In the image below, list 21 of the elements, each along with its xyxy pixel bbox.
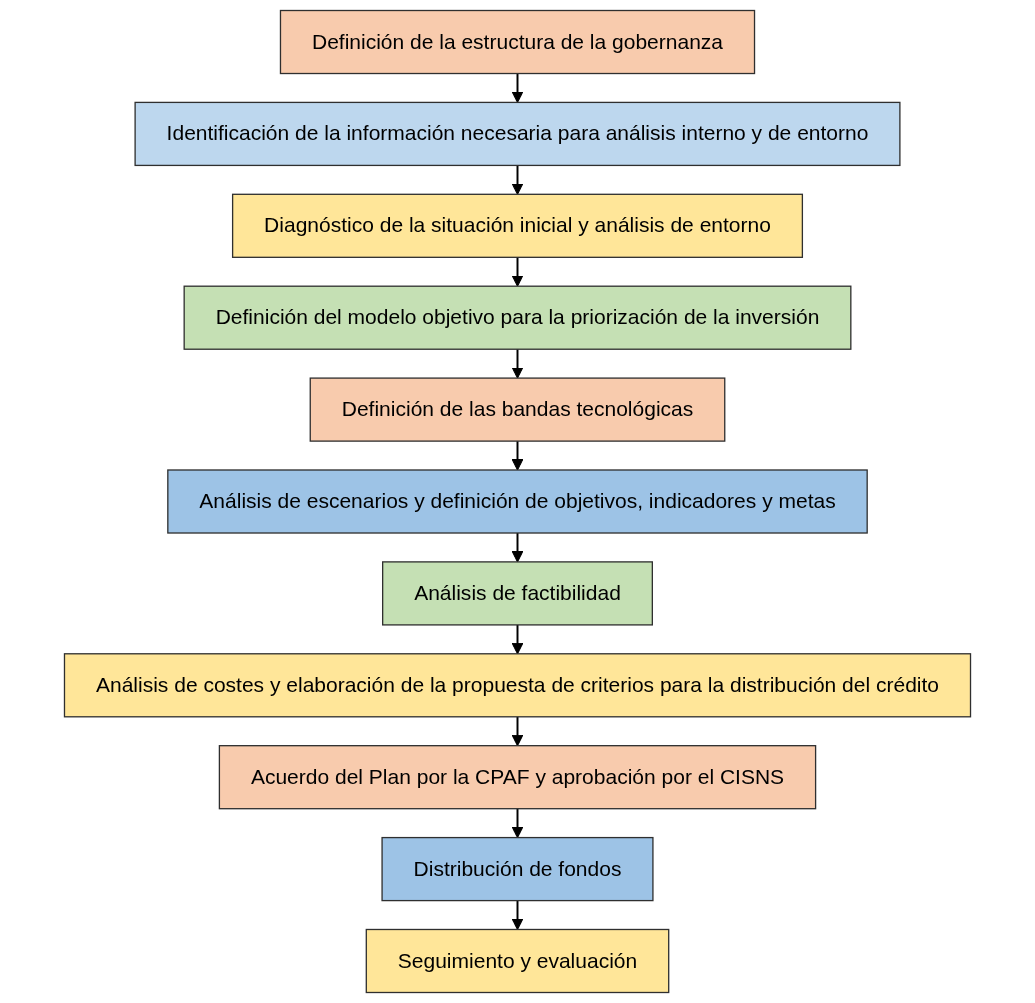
node-box: Definición del modelo objetivo para la priorización de la inversión (183, 285, 852, 350)
arrow (511, 807, 524, 839)
arrow (511, 256, 524, 287)
node-box: Análisis de factibilidad (382, 561, 653, 626)
arrow (511, 715, 524, 747)
node-box: Diagnóstico de la situación inicial y análisis de entorno (231, 193, 804, 258)
node-box: Análisis de escenarios y definición de objetivos, indicadores y metas (167, 469, 868, 534)
node-box: Análisis de costes y elaboración de la propuesta de criterios para la distribución del crédito (63, 653, 972, 718)
node-box: Seguimiento y evaluación (365, 928, 670, 994)
node-box: Definición de la estructura de la gobernanza (279, 9, 756, 75)
arrow (511, 623, 524, 655)
node-box: Distribución de fondos (381, 836, 654, 902)
node-box: Identificación de la información necesaria para análisis interno y de entorno (134, 101, 901, 167)
arrow (511, 532, 524, 563)
arrow (511, 72, 524, 103)
arrow (511, 899, 524, 930)
arrow (511, 348, 524, 379)
arrow (511, 440, 524, 471)
node-box: Acuerdo del Plan por la CPAF y aprobación por el CISNS (218, 745, 817, 810)
arrow (511, 164, 524, 195)
node-box: Definición de las bandas tecnológicas (309, 377, 726, 442)
